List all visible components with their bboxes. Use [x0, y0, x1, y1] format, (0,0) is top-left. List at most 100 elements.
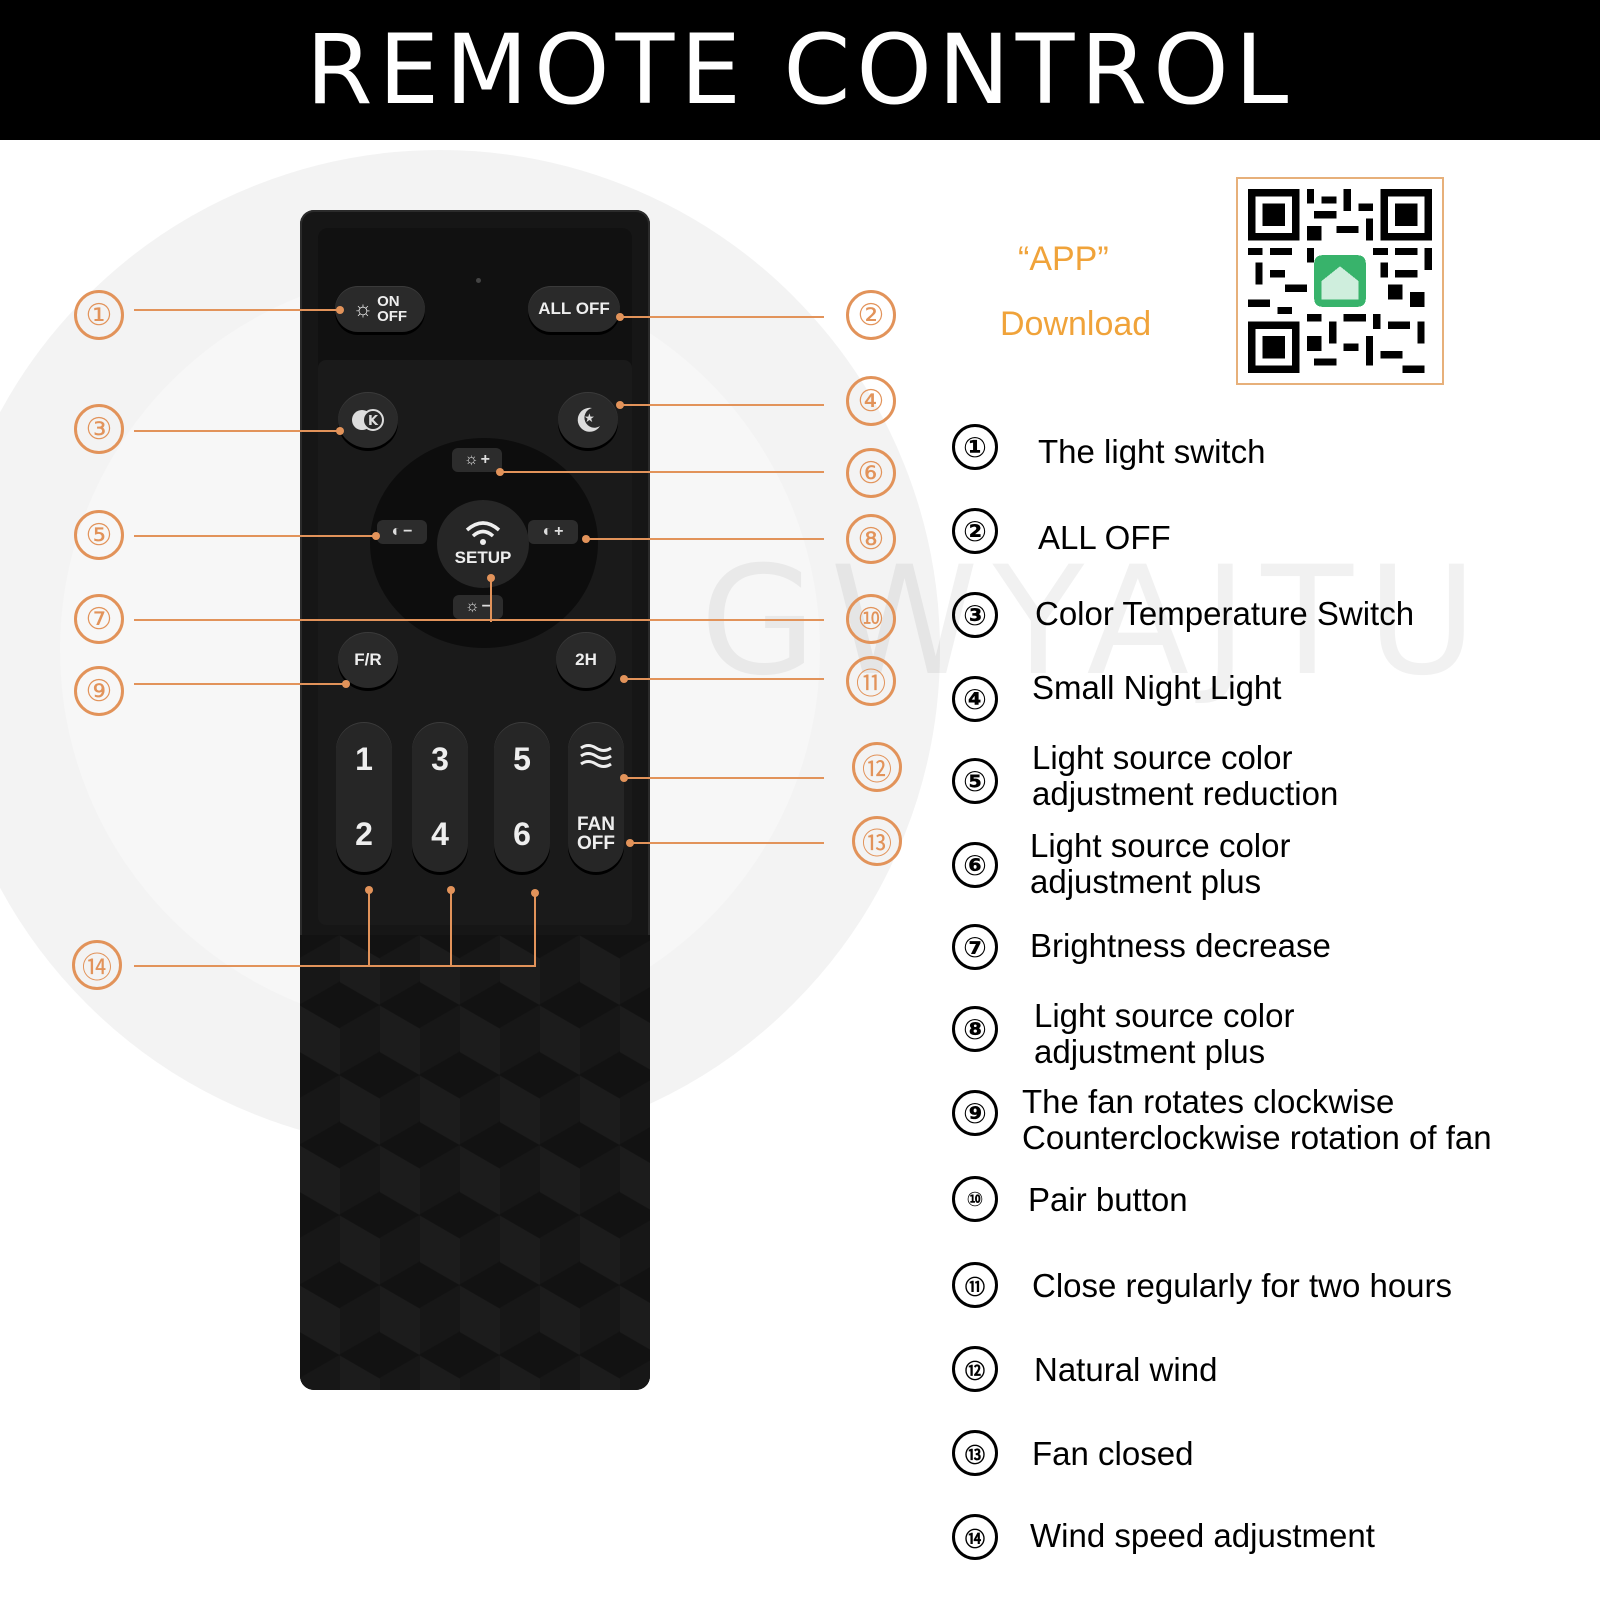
speed-2-button[interactable]: 2 — [355, 816, 373, 852]
legend-line: Color Temperature Switch — [1035, 595, 1415, 632]
callout-line-14c — [534, 893, 536, 966]
all-off-label: ALL OFF — [538, 299, 610, 318]
callout-line-11 — [624, 678, 824, 680]
callout-dot-11 — [620, 675, 628, 683]
legend-text-3: Color Temperature Switch — [1035, 596, 1414, 632]
on-off-button[interactable]: ☼ ON OFF — [335, 286, 425, 332]
callout-line-13 — [630, 842, 824, 844]
callout-dot-6 — [496, 468, 504, 476]
legend-line: Light source color — [1030, 827, 1291, 864]
callout-dot-5 — [372, 532, 380, 540]
legend-text-1: The light switch — [1038, 434, 1265, 470]
callout-10: ⑩ — [846, 594, 896, 644]
color-minus-left-button[interactable]: ◐− — [377, 520, 427, 544]
qr-code-icon — [1248, 189, 1432, 373]
all-off-button[interactable]: ALL OFF — [528, 286, 620, 332]
remote-control: ☼ ON OFF ALL OFF K ★ ☼+ ◐− ◐+ ☼− — [300, 210, 650, 1390]
callout-line-2 — [620, 316, 824, 318]
legend-num-7: ⑦ — [952, 924, 998, 970]
on-label: ON — [377, 293, 400, 310]
callout-13: ⑬ — [852, 816, 902, 866]
speed-3-button[interactable]: 3 — [431, 741, 449, 777]
off-label: OFF — [377, 308, 408, 325]
color-plus-right-button[interactable]: ◐+ — [528, 520, 578, 544]
callout-line-14 — [134, 965, 536, 967]
callout-line-14a — [368, 890, 370, 966]
qr-code[interactable] — [1236, 177, 1444, 385]
speed-1-button[interactable]: 1 — [355, 741, 373, 777]
legend-line: Natural wind — [1034, 1351, 1218, 1388]
legend-line: adjustment reduction — [1032, 775, 1339, 812]
wifi-icon — [465, 521, 501, 545]
callout-line-14b — [450, 890, 452, 966]
legend-line: Light source color — [1034, 997, 1295, 1034]
speed-1-2-pill: 1 2 — [336, 722, 392, 872]
title-banner: REMOTE CONTROL — [0, 0, 1600, 140]
legend-num-13: ⑬ — [952, 1430, 998, 1476]
fan-off-button[interactable]: FAN OFF — [577, 815, 615, 853]
speed-6-button[interactable]: 6 — [513, 816, 531, 852]
fr-label: F/R — [354, 650, 382, 669]
legend-line: Pair button — [1028, 1181, 1188, 1218]
brightness-minus-button[interactable]: ☼− — [453, 595, 503, 619]
legend-line: Small Night Light — [1032, 669, 1282, 706]
speed-5-button[interactable]: 5 — [513, 741, 531, 777]
app-download-label[interactable]: Download — [1000, 305, 1152, 343]
color-plus-top-button[interactable]: ☼+ — [452, 448, 502, 472]
remote-indicator-led — [476, 278, 481, 283]
legend-line: Fan closed — [1032, 1435, 1194, 1472]
callout-dot-14b — [447, 886, 455, 894]
night-light-button[interactable]: ★ — [558, 392, 618, 448]
speed-4-button[interactable]: 4 — [431, 816, 449, 852]
legend-line: Counterclockwise rotation of fan — [1022, 1119, 1492, 1156]
callout-11: ⑪ — [846, 656, 896, 706]
setup-pair-button[interactable]: SETUP — [437, 500, 529, 588]
minus-label: − — [481, 598, 491, 615]
callout-1: ① — [74, 290, 124, 340]
timer-label: 2H — [575, 650, 597, 669]
plus-label: + — [480, 451, 490, 468]
legend-line: adjustment plus — [1034, 1033, 1266, 1070]
speed-5-6-pill: 5 6 — [494, 722, 550, 872]
setup-label: SETUP — [454, 548, 512, 567]
callout-line-4 — [620, 404, 824, 406]
timer-2h-button[interactable]: 2H — [556, 632, 616, 688]
callout-2: ② — [846, 290, 896, 340]
callout-dot-14a — [365, 886, 373, 894]
callout-dot-4 — [616, 401, 624, 409]
legend-num-10: ⑩ — [952, 1176, 998, 1222]
legend-num-8: ⑧ — [952, 1006, 998, 1052]
legend-num-2: ② — [952, 508, 998, 554]
legend-text-2: ALL OFF — [1038, 520, 1171, 556]
callout-line-7 — [134, 619, 824, 621]
legend-num-9: ⑨ — [952, 1090, 998, 1136]
legend-num-3: ③ — [952, 592, 998, 638]
minus-label: − — [403, 523, 413, 540]
callout-dot-12 — [620, 774, 628, 782]
svg-text:★: ★ — [584, 411, 595, 425]
legend-line: Close regularly for two hours — [1032, 1267, 1453, 1304]
callout-12: ⑫ — [852, 742, 902, 792]
callout-9: ⑨ — [74, 666, 124, 716]
natural-wind-button[interactable] — [579, 741, 613, 778]
callout-line-1 — [134, 309, 340, 311]
color-temperature-button[interactable]: K — [338, 392, 398, 448]
color-temperature-icon: ◐ — [542, 523, 553, 540]
callout-line-8 — [586, 538, 824, 540]
forward-reverse-button[interactable]: F/R — [338, 632, 398, 688]
off-label: OFF — [577, 833, 615, 855]
callout-dot-14c — [531, 889, 539, 897]
callout-line-3 — [134, 430, 340, 432]
callout-dot-10 — [487, 574, 495, 582]
callout-line-6 — [500, 471, 824, 473]
callout-8: ⑧ — [846, 514, 896, 564]
callout-dot-1 — [336, 306, 344, 314]
legend-text-13: Fan closed — [1032, 1436, 1193, 1472]
legend-num-11: ⑪ — [952, 1262, 998, 1308]
legend-num-14: ⑭ — [952, 1514, 998, 1560]
legend-text-12: Natural wind — [1034, 1352, 1217, 1388]
legend-line: Wind speed adjustment — [1030, 1517, 1375, 1554]
